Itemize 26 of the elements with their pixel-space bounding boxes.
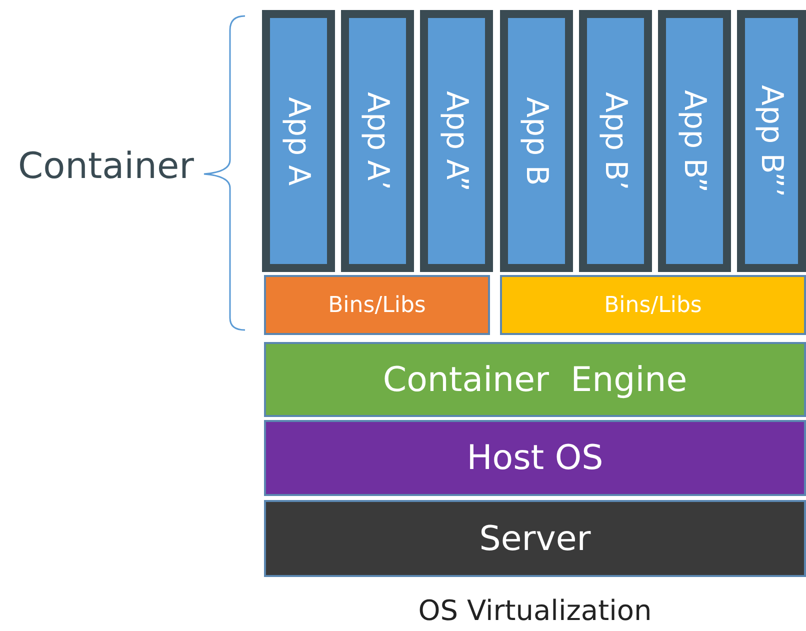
layer-label: App A [281,96,316,186]
container-engine-layer [264,342,806,417]
layer-label: App A” [439,90,474,192]
server-layer [264,500,806,577]
layer-label: Host OS [466,438,604,478]
app-box [420,10,493,272]
bins-libs-layer [264,275,490,335]
layer-label: Server [479,518,591,558]
layer-label: App B”’ [754,84,789,198]
app-box [341,10,414,272]
layer-label: Bins/Libs [328,292,426,318]
layer-label: App B” [677,90,712,192]
layer-label: Container Engine [382,360,688,400]
caption: OS Virtualization [417,594,653,627]
layer-label: App B [519,96,554,186]
bins-libs-layer [500,275,806,335]
app-box [658,10,731,272]
host-os-layer [264,420,806,496]
layer-label: Bins/Libs [604,292,702,318]
group-label: Container [18,146,194,187]
app-box [579,10,652,272]
layer-label: App A’ [360,92,395,190]
app-box [737,10,806,272]
app-box [500,10,573,272]
app-box [262,10,335,272]
layer-label: App B’ [598,92,633,190]
